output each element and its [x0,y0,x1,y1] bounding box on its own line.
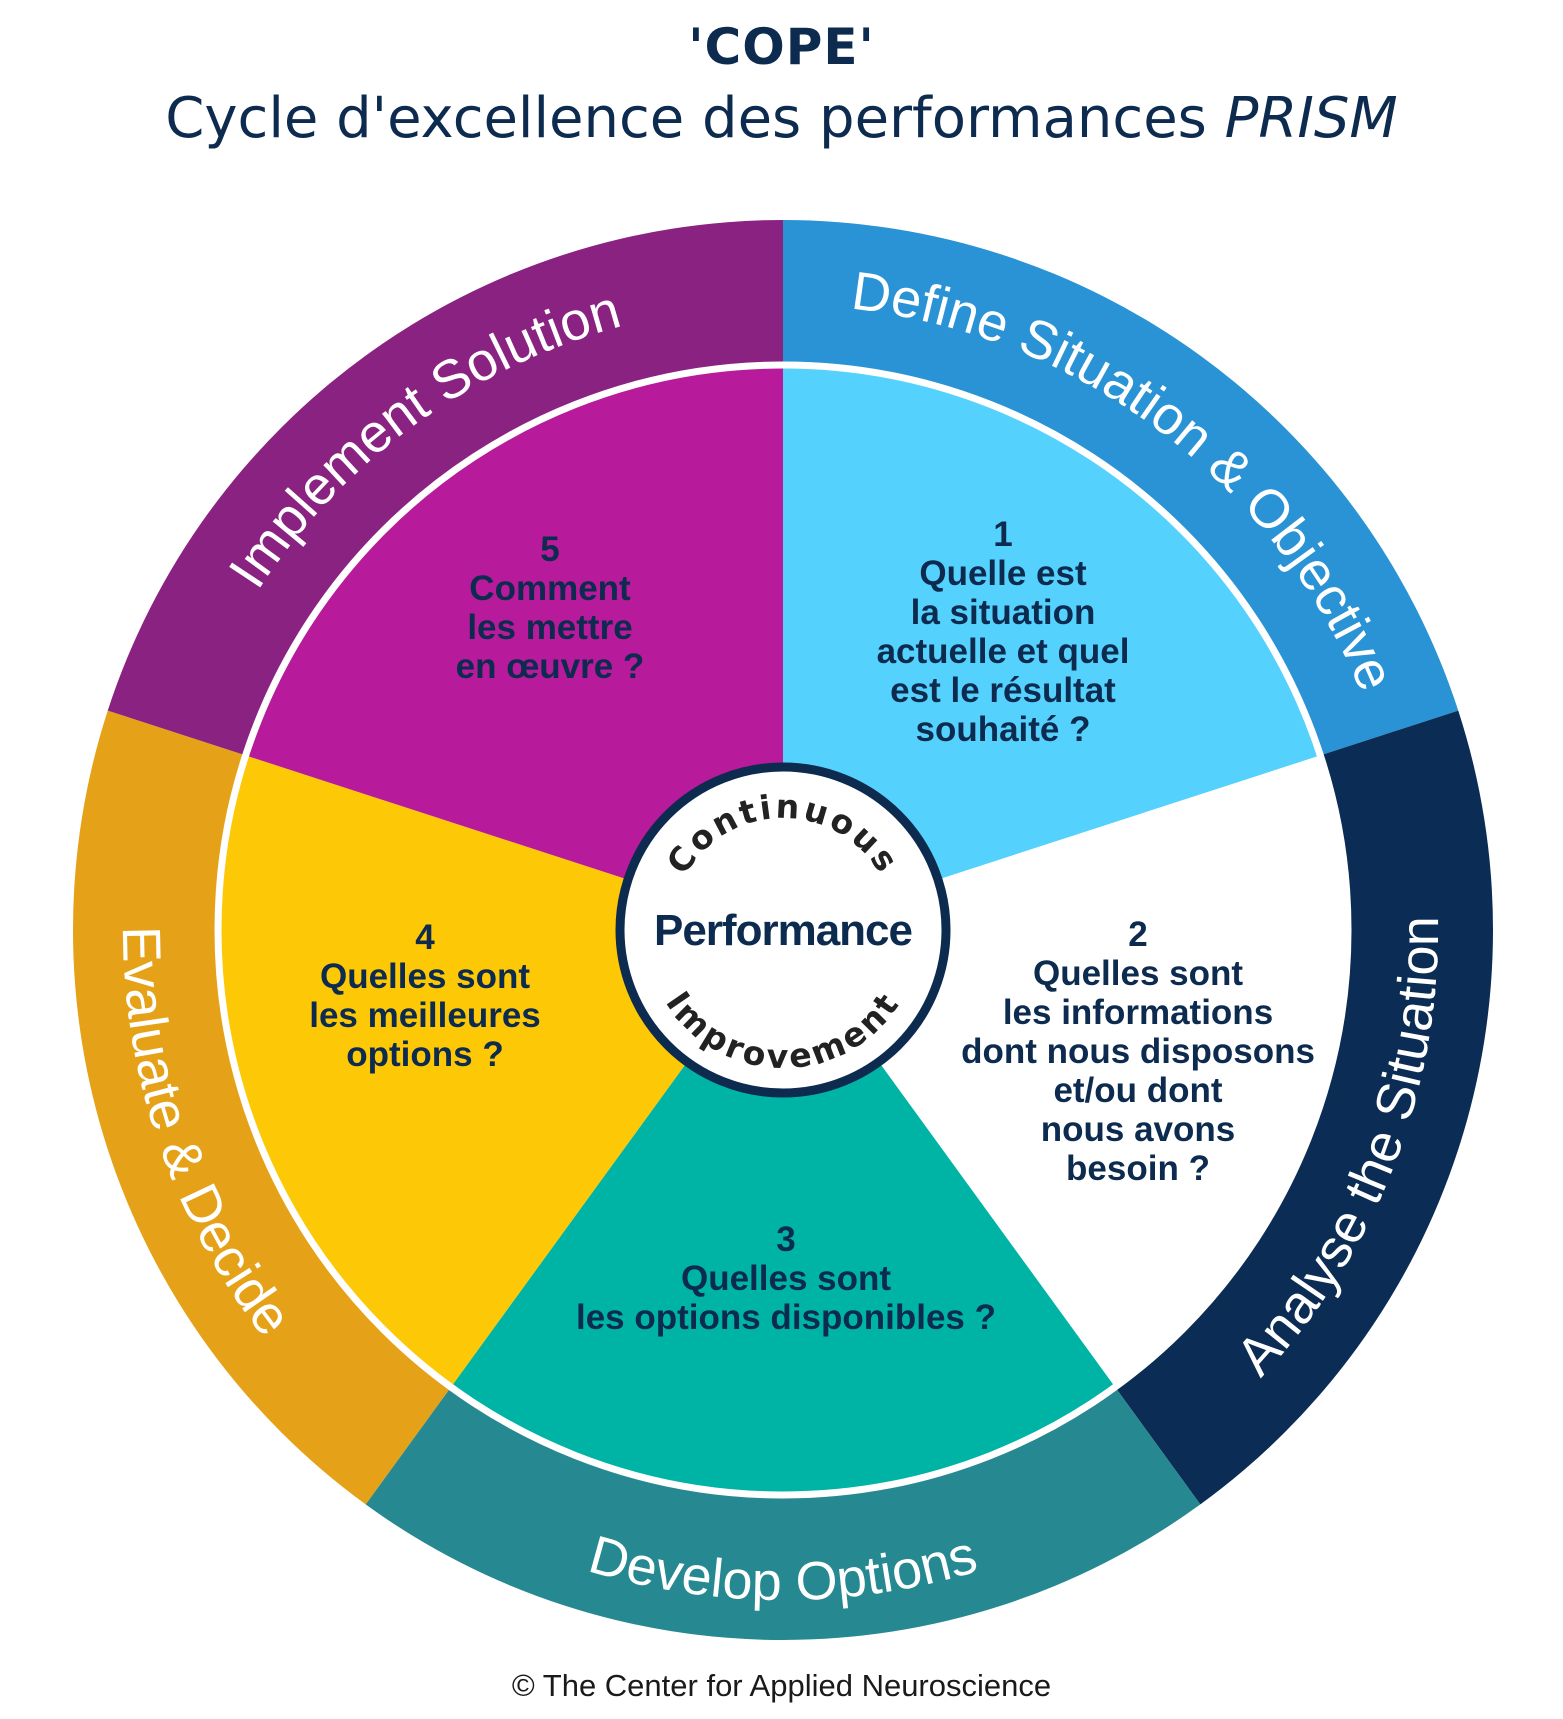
center-hub: Continuous Performance Improvement [615,762,951,1098]
question-line: besoin ? [1066,1149,1210,1188]
title-sub-text: Cycle d'excellence des performances [165,86,1225,151]
question-line: Quelles sont [681,1259,891,1298]
title-sub-emphasis: PRISM [1224,86,1398,151]
outer-segment-analyse [1115,710,1493,1505]
title-main: 'COPE' [688,18,875,76]
outer-segment-define [783,220,1459,756]
center-label: Performance [654,906,912,955]
question-line: est le résultat [890,671,1116,710]
diagram-title: 'COPE' Cycle d'excellence des performanc… [0,14,1563,154]
inner-segment-1 [783,365,1321,930]
question-line: Quelles sont [1033,954,1243,993]
question-line: les mettre [467,608,632,647]
question-line: actuelle et quel [877,632,1130,671]
question-line: les options disponibles ? [576,1298,996,1337]
inner-segment-5 [245,365,783,930]
question-line: et/ou dont [1053,1071,1222,1110]
question-line: Quelle est [919,554,1087,593]
question-line: Comment [469,569,631,608]
question-line: souhaité ? [915,710,1090,749]
title-sub: Cycle d'excellence des performances PRIS… [0,84,1563,154]
question-number: 2 [1128,915,1147,954]
question-line: les meilleures [309,996,541,1035]
question-number: 3 [776,1220,795,1259]
question-line: options ? [346,1035,503,1074]
question-number: 5 [540,530,559,569]
center-circle [615,762,951,1098]
question-number: 1 [993,515,1012,554]
inner-segment-3 [450,930,1116,1496]
question-line: Quelles sont [320,957,530,996]
question-number: 4 [415,918,435,957]
outer-segment-implement [107,220,783,756]
question-line: en œuvre ? [456,647,645,686]
inner-wheel [214,361,1352,1499]
question-line: nous avons [1041,1110,1235,1149]
outer-ring [72,220,1493,1641]
outer-segment-evaluate [72,710,451,1505]
outer-segment-develop [365,1387,1201,1641]
question-line: la situation [911,593,1096,632]
question-line: les informations [1003,993,1273,1032]
question-line: dont nous disposons [961,1032,1315,1071]
copyright-footer: © The Center for Applied Neuroscience [511,1668,1052,1703]
inner-wheel-border [214,361,1352,1499]
